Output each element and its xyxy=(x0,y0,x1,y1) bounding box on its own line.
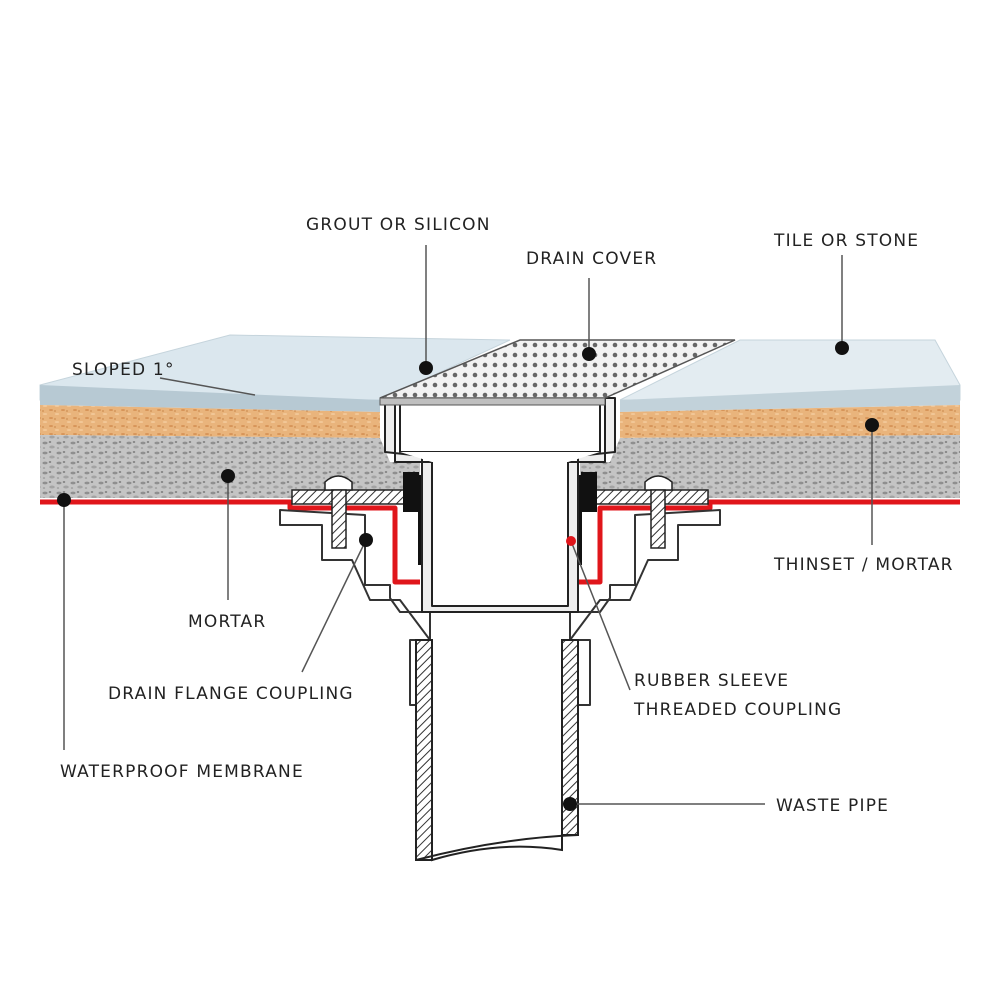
label-sloped: SLOPED 1° xyxy=(72,360,175,380)
waste-pipe xyxy=(415,639,579,862)
label-sleeve: RUBBER SLEEVE xyxy=(634,671,789,691)
leader-sloped xyxy=(159,377,256,396)
leader-lines xyxy=(63,245,873,805)
label-waste: WASTE PIPE xyxy=(776,796,889,816)
bolts xyxy=(324,475,673,549)
label-threaded: THREADED COUPLING xyxy=(633,700,842,720)
labels: GROUT OR SILICON DRAIN COVER TILE OR STO… xyxy=(60,215,954,816)
strainer-body xyxy=(384,397,616,613)
label-grout: GROUT OR SILICON xyxy=(306,215,491,235)
label-thinset: THINSET / MORTAR xyxy=(773,555,954,575)
clamp-plates xyxy=(291,489,709,505)
tile-right-face xyxy=(620,385,960,412)
label-flange: DRAIN FLANGE COUPLING xyxy=(108,684,354,704)
leader-dots xyxy=(57,341,879,811)
label-membrane: WATERPROOF MEMBRANE xyxy=(60,762,304,782)
tile-layer xyxy=(39,334,961,412)
sleeve-dot xyxy=(566,536,576,546)
leader-sleeve xyxy=(570,540,631,691)
label-tile: TILE OR STONE xyxy=(773,231,919,251)
tile-left-face xyxy=(40,385,380,412)
label-mortar: MORTAR xyxy=(188,612,266,632)
label-drain-cover: DRAIN COVER xyxy=(526,249,657,269)
leader-flange xyxy=(301,539,367,673)
drain-cover xyxy=(379,339,736,406)
